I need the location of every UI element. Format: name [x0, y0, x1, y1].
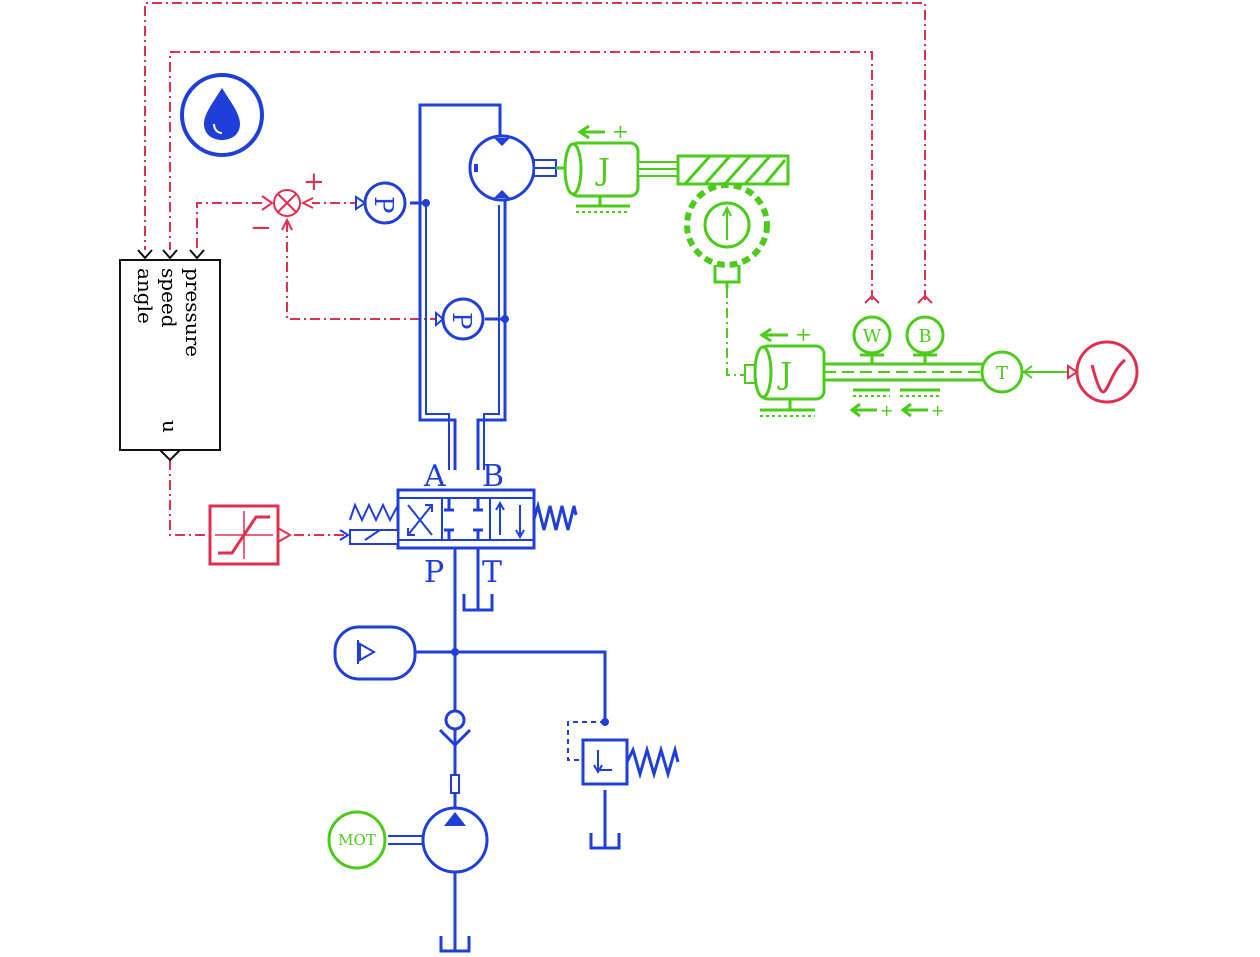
comparator-minus: − [250, 213, 272, 243]
directional-valve: A B P T [349, 459, 578, 590]
pressure-sensor-upper: P [355, 181, 407, 225]
inertia-upper: J + [556, 119, 679, 213]
line-b-inner [483, 205, 500, 470]
hydraulic-motor [468, 134, 557, 202]
angle-input-arrow [137, 249, 153, 260]
check-valve-icon [438, 709, 472, 775]
pressure-minus-line [286, 222, 440, 320]
pump [388, 806, 489, 874]
speed-sensor: W [852, 315, 892, 364]
fluid-properties-icon [180, 73, 264, 157]
line-a-outer [418, 103, 502, 470]
output-shaft: + + [822, 362, 986, 420]
pressure-signal-line [196, 202, 262, 250]
speed-input-arrow [162, 249, 178, 260]
torque-source: T [980, 350, 1070, 394]
port-b-label: B [482, 459, 504, 494]
b-port-mark [917, 294, 933, 304]
port-t-label: T [482, 555, 502, 590]
w-port-mark [864, 294, 880, 304]
pressure-sensor-upper-label: P [368, 196, 398, 214]
angle-sensor: B [905, 315, 945, 364]
speed-signal-line [169, 51, 873, 300]
pressure-sensor-lower: P [435, 297, 485, 341]
inertia-upper-sign: + [612, 119, 629, 143]
coupling-signal-line [726, 288, 745, 376]
motor-label: MOT [338, 831, 376, 849]
worm-gear [676, 154, 790, 288]
pressure-input-arrow [189, 249, 205, 260]
relief-valve-icon [567, 721, 680, 786]
control-signal-line [169, 460, 210, 536]
controller-block: angle speed pressure u [119, 259, 221, 462]
accumulator-icon [333, 625, 417, 681]
shaft-sign-right: + [931, 401, 944, 420]
signal-lines [137, 2, 933, 536]
shaft-sign-left: + [880, 401, 893, 420]
port-a-label: A [423, 459, 446, 494]
comparator-plus: + [303, 167, 325, 197]
controller-input-angle: angle [133, 268, 157, 324]
controller-input-pressure: pressure [181, 268, 205, 357]
port-p-label: P [424, 555, 444, 590]
inertia-lower-label: J [777, 357, 792, 392]
inertia-lower: J + [744, 322, 826, 417]
torque-label: T [996, 363, 1008, 384]
relief-branch-line [455, 650, 607, 725]
pressure-sensor-lower-label: P [446, 312, 476, 330]
saturation-icon [208, 504, 350, 566]
angle-sensor-label: B [918, 326, 931, 347]
tank-icon [439, 594, 621, 953]
speed-sensor-label: W [863, 326, 882, 347]
inertia-lower-sign: + [795, 322, 812, 346]
line-b-outer [476, 200, 507, 470]
inertia-upper-label: J [595, 153, 610, 188]
controller-input-speed: speed [157, 268, 181, 328]
signal-source-icon [1067, 340, 1139, 404]
angle-signal-line [144, 2, 926, 300]
motor-source: MOT [327, 810, 387, 870]
controller-output-u: u [158, 420, 182, 433]
hydraulic-lines [410, 103, 609, 925]
comparator: + − [250, 167, 325, 243]
line-a-inner [425, 205, 450, 470]
